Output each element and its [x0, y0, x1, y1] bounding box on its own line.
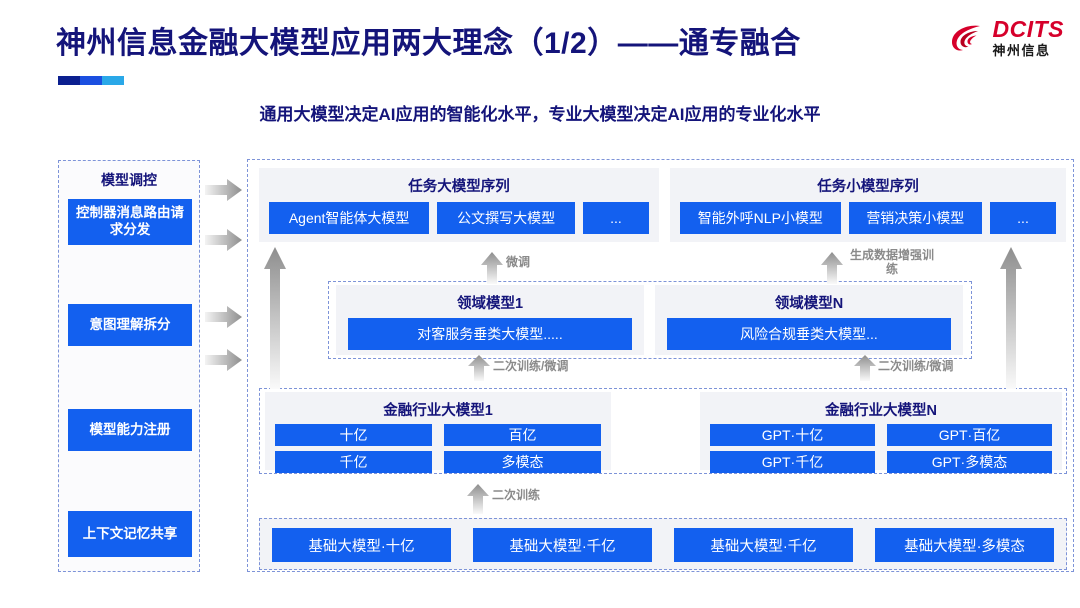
chip-industryn-gpt-ten-billion[interactable]: GPT·百亿 — [887, 424, 1052, 446]
rule-segment-cyan — [102, 76, 124, 85]
panel-domain-model-1: 领域模型1 对客服务垂类大模型..... — [336, 285, 644, 355]
rule-segment-navy — [58, 76, 80, 85]
panel-task-big-models: 任务大模型序列 Agent智能体大模型 公文撰写大模型 ... — [259, 168, 659, 242]
control-item-context[interactable]: 上下文记忆共享 — [68, 511, 192, 557]
logo-wordmark: DCITS 神州信息 — [992, 16, 1065, 58]
chip-row-base-models: 基础大模型·十亿 基础大模型·千亿 基础大模型·千亿 基础大模型·多模态 — [260, 519, 1066, 571]
page-subtitle: 通用大模型决定AI应用的智能化水平，专业大模型决定AI应用的专业化水平 — [259, 105, 821, 124]
chip-industry1-hundred-billion[interactable]: 千亿 — [275, 451, 432, 473]
chip-grid-industry-1: 十亿 百亿 千亿 多模态 — [265, 420, 611, 479]
chip-industry1-billion[interactable]: 十亿 — [275, 424, 432, 446]
arrow-up-industry1-to-task-big — [264, 247, 286, 389]
arrow-up-fine-tune — [481, 252, 503, 284]
chip-document-writing-model[interactable]: 公文撰写大模型 — [437, 202, 575, 234]
panel-domain-model-n: 领域模型N 风险合规垂类大模型... — [655, 285, 963, 355]
chip-industry1-multimodal[interactable]: 多模态 — [444, 451, 601, 473]
chip-industryn-gpt-billion[interactable]: GPT·十亿 — [710, 424, 875, 446]
arrow-label-retrain-finetune-left: 二次训练/微调 — [493, 359, 569, 373]
architecture-frame — [247, 159, 1074, 572]
arrow-label-data-augmentation: 生成数据增强训练 — [849, 248, 934, 276]
domain-models-frame — [328, 281, 972, 359]
arrow-up-data-augmentation — [821, 252, 843, 284]
rule-segment-blue — [80, 76, 102, 85]
flow-arrow-right-4 — [205, 348, 243, 372]
panel-title-domain-n: 领域模型N — [774, 296, 844, 312]
chip-more-task-big[interactable]: ... — [583, 202, 649, 234]
chip-industry1-ten-billion[interactable]: 百亿 — [444, 424, 601, 446]
panel-title-task-small: 任务小模型序列 — [817, 179, 919, 195]
company-logo: DCITS 神州信息 — [948, 18, 1065, 57]
panel-title-task-big: 任务大模型序列 — [408, 179, 510, 195]
arrow-label-retrain-finetune-right: 二次训练/微调 — [878, 359, 954, 373]
page-title: 神州信息金融大模型应用两大理念（1/2）——通专融合 — [56, 27, 801, 60]
panel-industry-model-1: 金融行业大模型1 十亿 百亿 千亿 多模态 — [265, 392, 611, 473]
industry-models-frame — [259, 388, 1067, 474]
chip-industryn-gpt-hundred-billion[interactable]: GPT·千亿 — [710, 451, 875, 473]
logo-cn-text: 神州信息 — [992, 43, 1051, 58]
chip-row-domain-n: 风险合规垂类大模型... — [655, 313, 963, 356]
control-item-registry[interactable]: 模型能力注册 — [68, 409, 192, 451]
chip-outbound-nlp-model[interactable]: 智能外呼NLP小模型 — [680, 202, 841, 234]
flow-arrow-right-2 — [205, 228, 243, 252]
chip-base-hundred-billion-2[interactable]: 基础大模型·千亿 — [674, 528, 853, 562]
panel-title-domain-1: 领域模型1 — [456, 296, 524, 312]
arrow-label-fine-tune: 微调 — [506, 255, 531, 269]
panel-title-industry-1: 金融行业大模型1 — [383, 403, 493, 419]
chip-row-task-small: 智能外呼NLP小模型 营销决策小模型 ... — [670, 196, 1066, 242]
base-models-frame: 基础大模型·十亿 基础大模型·千亿 基础大模型·千亿 基础大模型·多模态 — [259, 518, 1067, 570]
flow-arrow-right-1 — [205, 178, 243, 202]
arrow-up-retrain-finetune-left — [468, 355, 490, 381]
control-item-router[interactable]: 控制器消息路由请求分发 — [68, 199, 192, 245]
title-underline-rule — [58, 76, 124, 85]
chip-base-billion[interactable]: 基础大模型·十亿 — [272, 528, 451, 562]
dcits-swirl-icon — [948, 19, 986, 57]
chip-industryn-gpt-multimodal[interactable]: GPT·多模态 — [887, 451, 1052, 473]
arrow-label-retrain: 二次训练 — [492, 488, 541, 502]
chip-row-task-big: Agent智能体大模型 公文撰写大模型 ... — [259, 196, 659, 242]
chip-customer-service-vertical-model[interactable]: 对客服务垂类大模型..... — [348, 318, 632, 350]
arrow-up-retrain-finetune-right — [854, 355, 876, 381]
chip-row-domain-1: 对客服务垂类大模型..... — [336, 313, 644, 356]
chip-grid-industry-n: GPT·十亿 GPT·百亿 GPT·千亿 GPT·多模态 — [700, 420, 1062, 479]
panel-task-small-models: 任务小模型序列 智能外呼NLP小模型 营销决策小模型 ... — [670, 168, 1066, 242]
control-column-title: 模型调控 — [101, 172, 157, 188]
chip-agent-model[interactable]: Agent智能体大模型 — [269, 202, 430, 234]
chip-base-hundred-billion-1[interactable]: 基础大模型·千亿 — [473, 528, 652, 562]
panel-title-industry-n: 金融行业大模型N — [825, 403, 937, 419]
arrow-up-industryn-to-task-small — [1000, 247, 1022, 389]
flow-arrow-right-3 — [205, 305, 243, 329]
arrow-up-retrain-base — [467, 484, 489, 514]
chip-base-multimodal[interactable]: 基础大模型·多模态 — [875, 528, 1054, 562]
control-item-intent[interactable]: 意图理解拆分 — [68, 304, 192, 346]
chip-more-task-small[interactable]: ... — [990, 202, 1057, 234]
chip-risk-compliance-vertical-model[interactable]: 风险合规垂类大模型... — [667, 318, 951, 350]
logo-en-text: DCITS — [992, 16, 1064, 42]
panel-industry-model-n: 金融行业大模型N GPT·十亿 GPT·百亿 GPT·千亿 GPT·多模态 — [700, 392, 1062, 473]
control-column: 模型调控 控制器消息路由请求分发 意图理解拆分 模型能力注册 上下文记忆共享 — [58, 160, 200, 572]
chip-marketing-decision-model[interactable]: 营销决策小模型 — [848, 202, 983, 234]
